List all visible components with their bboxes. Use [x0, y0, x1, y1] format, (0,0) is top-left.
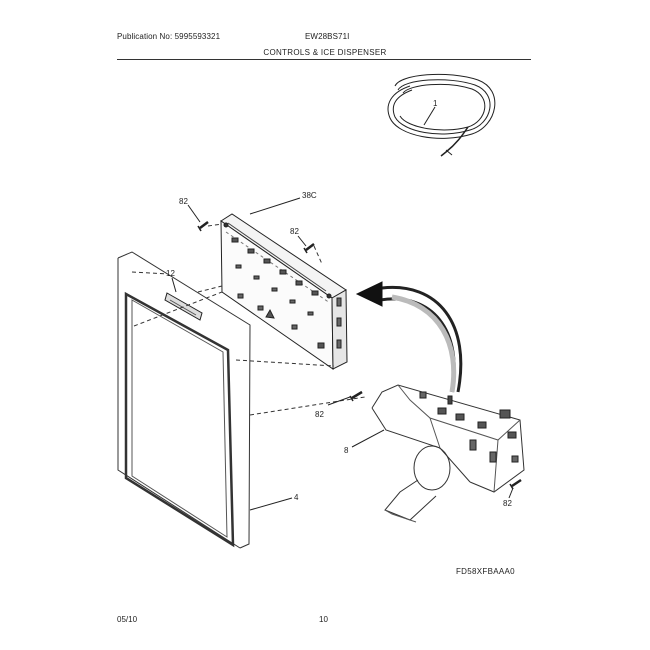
screw-upper-left [197, 221, 209, 232]
section-title: CONTROLS & ICE DISPENSER [263, 48, 387, 57]
control-board [220, 213, 348, 370]
model-number: EW28BS71I [305, 32, 350, 41]
figure-code: FD58XFBAAA0 [456, 567, 515, 576]
dispenser-frame [371, 384, 525, 523]
alignment-lines [131, 223, 366, 416]
callout-gasket: 12 [166, 269, 175, 278]
callout-control-board: 38C [302, 191, 317, 200]
footer-date: 05/10 [117, 615, 138, 624]
page-number: 10 [319, 615, 328, 624]
callout-screw-dispenser: 82 [315, 410, 324, 419]
leader-lines [171, 106, 514, 511]
header-rule [117, 59, 531, 60]
screw-board [303, 243, 315, 254]
tubing-coil [387, 73, 496, 157]
callout-dispenser-frame: 8 [344, 446, 349, 455]
callout-screw-upper-left: 82 [179, 197, 188, 206]
screw-lower-right [509, 478, 522, 490]
assembly-arrow [355, 281, 463, 393]
callout-tubing: 1 [433, 99, 438, 108]
publication-number: Publication No: 5995593321 [117, 32, 221, 41]
front-panel [117, 251, 251, 549]
callout-screw-lower-right: 82 [503, 499, 512, 508]
callout-screw-board: 82 [290, 227, 299, 236]
screw-dispenser [349, 390, 363, 402]
callout-panel: 4 [294, 493, 299, 502]
